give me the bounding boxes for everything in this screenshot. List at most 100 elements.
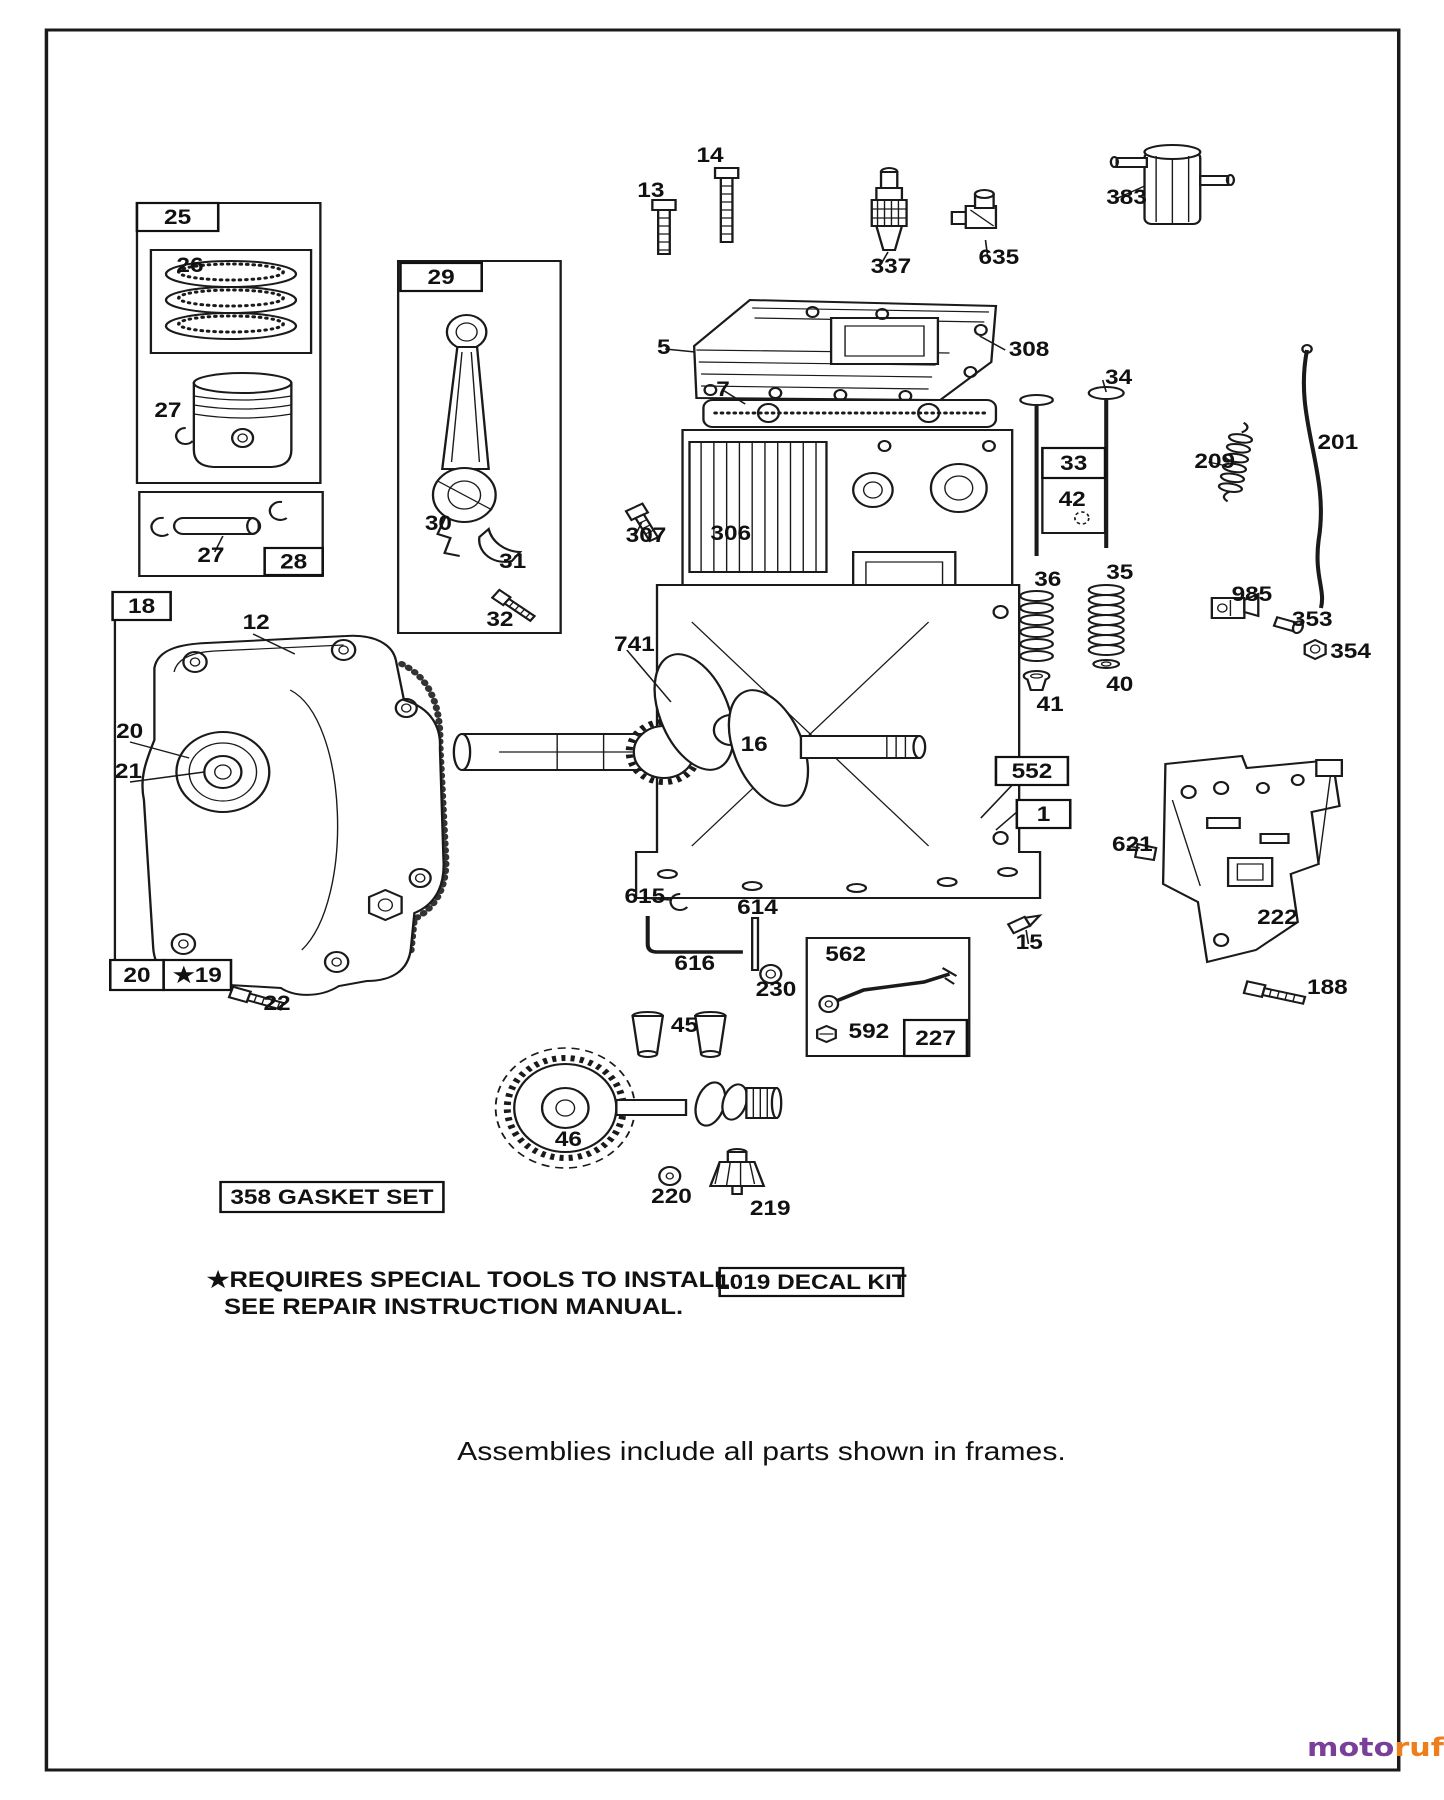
part-label-20: 20: [116, 719, 143, 743]
part-label-12: 12: [243, 610, 270, 634]
watermark-part-ruf: ruf: [1394, 1732, 1444, 1762]
part-label-306: 306: [710, 521, 751, 545]
washer-230: [759, 964, 783, 984]
wrist-pin-frame-28: [138, 491, 324, 577]
stop-switch-985: [1210, 592, 1260, 619]
bevel-gear-219: [708, 1148, 766, 1195]
crankshaft-16: [452, 649, 927, 807]
piston-assembly-frame-25: [135, 202, 322, 484]
part-label-27: 27: [197, 543, 224, 567]
oil-seal-21: [203, 755, 243, 789]
part-label-36: 36: [1034, 567, 1061, 591]
part-label-220: 220: [651, 1184, 692, 1208]
part-label-13: 13: [637, 178, 664, 202]
framed-label-552: 552: [994, 755, 1070, 787]
part-label-337: 337: [871, 254, 912, 278]
framed-label-★19: ★19: [162, 958, 233, 992]
part-label-14: 14: [696, 143, 723, 167]
part-label-5: 5: [657, 335, 671, 359]
part-label-30: 30: [425, 511, 452, 535]
fuel-strainer-337: [870, 167, 908, 251]
spring-retainer-41: [1022, 670, 1051, 691]
svg-text:33: 33: [1060, 451, 1087, 475]
bolt-188: [1242, 980, 1307, 1005]
part-label-26: 26: [176, 253, 203, 277]
cover-gasket-12: [398, 661, 450, 955]
part-label-42: 42: [1059, 487, 1086, 511]
part-label-562: 562: [825, 942, 866, 966]
breather-plug-15: [1006, 914, 1043, 935]
framed-label-28: 28: [263, 546, 324, 577]
svg-text:1: 1: [1037, 802, 1051, 826]
svg-text:28: 28: [280, 549, 307, 573]
part-label-230: 230: [756, 977, 797, 1001]
special-tools-note-line1: ★REQUIRES SPECIAL TOOLS TO INSTALL.: [207, 1268, 737, 1293]
connecting-rod: [431, 314, 497, 523]
head-bolt-13: [651, 199, 677, 255]
link-616: [645, 916, 743, 954]
part-label-40: 40: [1106, 672, 1133, 696]
oil-dipper-30: [436, 515, 460, 557]
part-label-353: 353: [1292, 607, 1333, 631]
part-label-201: 201: [1317, 430, 1358, 454]
pin-clip-left-icon: [150, 516, 170, 537]
part-label-209: 209: [1194, 449, 1235, 473]
framed-label-18: 18: [111, 590, 172, 622]
watermark-part-moto: moto: [1307, 1732, 1394, 1762]
part-label-188: 188: [1307, 975, 1348, 999]
counterweight-741: [653, 653, 735, 771]
rod-cap-31: [478, 526, 523, 563]
elbow-fitting-635: [950, 189, 998, 229]
part-label-22: 22: [263, 991, 290, 1015]
svg-text:227: 227: [915, 1026, 956, 1050]
head-bolt-14: [713, 167, 740, 243]
governor-lever: [827, 972, 951, 1006]
clip-621: [1133, 842, 1158, 862]
part-label-21: 21: [115, 759, 142, 783]
spring-retainer-40: [1092, 659, 1121, 669]
svg-text:★19: ★19: [173, 963, 222, 987]
governor-spring-209: [1217, 421, 1254, 503]
svg-text:25: 25: [164, 205, 191, 229]
rod-bolt-32: [490, 588, 537, 623]
connecting-rod-frame-29: [396, 260, 562, 634]
pin-614: [751, 917, 760, 971]
part-label-592: 592: [849, 1019, 890, 1043]
governor-link-201: [1301, 349, 1325, 609]
part-label-615: 615: [624, 884, 665, 908]
page-border: [44, 28, 1401, 1772]
part-label-635: 635: [979, 245, 1020, 269]
part-label-354: 354: [1330, 639, 1371, 663]
part-label-45: 45: [671, 1013, 698, 1037]
part-label-621: 621: [1112, 832, 1153, 856]
cylinder-head-5: [692, 298, 998, 402]
framed-label-227: 227: [902, 1018, 969, 1058]
part-label-616: 616: [674, 951, 715, 975]
part-label-34: 34: [1105, 365, 1132, 389]
special-tools-note-line2: SEE REPAIR INSTRUCTION MANUAL.: [224, 1295, 683, 1320]
oil-drain-boss: [367, 888, 403, 922]
part-label-31: 31: [499, 549, 526, 573]
framed-label-1: 1: [1015, 798, 1072, 830]
part-label-741: 741: [614, 632, 655, 656]
part-label-27: 27: [154, 398, 181, 422]
framed-label-358-gasket-set: 358 GASKET SET: [219, 1180, 445, 1214]
part-label-219: 219: [750, 1196, 791, 1220]
piston-27: [175, 372, 293, 468]
part-label-307: 307: [626, 523, 667, 547]
piston-pin-clip-icon: [175, 426, 194, 445]
footer-note: Assemblies include all parts shown in fr…: [457, 1437, 1066, 1466]
valve-spring-36: [1019, 590, 1054, 662]
framed-label-1019-decal-kit: 1019 DECAL KIT: [716, 1266, 907, 1298]
breather-canister-383: [1109, 144, 1236, 225]
washer-220: [658, 1166, 682, 1186]
piston-rings-26: [164, 260, 298, 340]
framed-label-33: 33: [1041, 446, 1107, 480]
part-label-15: 15: [1016, 930, 1043, 954]
framed-label-20: 20: [108, 958, 165, 992]
cylinder-306: [681, 429, 1014, 587]
svg-text:552: 552: [1012, 759, 1053, 783]
tappets-45: [631, 1011, 727, 1058]
